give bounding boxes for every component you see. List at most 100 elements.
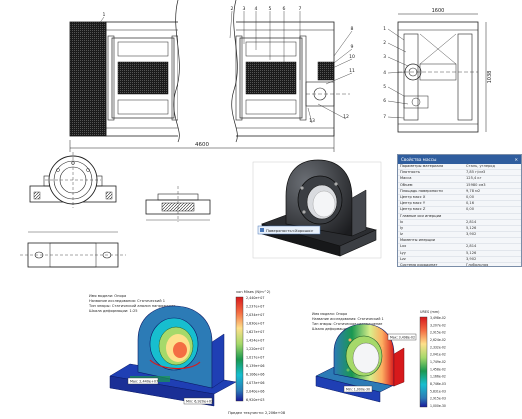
property-row: Масса 125,4 кг [398,176,521,183]
stress-callout-max: Мах: 2,440e+07 [130,380,158,384]
housing-front-view [29,152,117,208]
disp-color-scale [419,316,428,408]
properties-panel-title: Свойства массы [401,157,437,162]
disp-scale-label: 3,498e-02 [430,316,446,320]
fea-displacement-plot: Имя модели: Опора Название исследования:… [311,310,446,408]
stress-header-line-2: Название исследования: Статический 1 [89,299,165,303]
property-key: Lxx [400,244,407,249]
leader-line [229,10,233,39]
property-value: 2,814 [466,244,477,249]
side-callout-2: 2 [383,40,386,46]
stress-scale-label: 1,424e+07 [246,339,264,343]
callout-9: 9 [351,44,354,50]
disp-header-line-3: Тип эпюры: Статическое перемещение [311,322,382,326]
callout-6: 6 [283,6,286,12]
disp-callout-min: Min: 1,000e-30 [346,388,370,392]
property-value: 5,126 [466,225,477,230]
stress-header-line-3: Тип эпюры: Статический анализ напряжения [88,304,175,308]
property-key: Lyy [400,250,406,255]
leader-line [329,48,353,67]
side-callout-7: 7 [383,114,386,120]
stress-footer: Предел текучести: 2,206e+08 [228,411,286,415]
property-value: Сталь, углерод [466,164,495,168]
leader-line [95,16,105,29]
property-value: Глобальная [466,263,489,267]
leader-line [387,100,409,105]
stress-scale-label: 8,139e+06 [246,364,264,368]
leader-line [325,72,353,85]
leader-line [307,107,313,124]
disp-scale-label: 2,332e-02 [430,345,446,349]
disp-header-line-1: Имя модели: Опора [312,312,347,316]
property-key: Ix [400,219,404,224]
stress-header-line-4: Шкала деформации: 1:25 [89,309,138,313]
callout-13: 13 [309,118,315,124]
stress-color-scale [235,296,244,402]
stress-scale-label: 4,073e+06 [246,381,264,385]
housing-plan-view [20,231,126,268]
callout-1: 1 [103,12,106,18]
wall-section [69,21,107,137]
callout-3: 3 [243,6,246,12]
leader-line [387,116,405,119]
property-row: Ix 2,814 [398,220,521,226]
property-value: 125,4 кг [466,176,482,181]
property-key: Масса [400,176,412,181]
callout-5: 5 [269,6,272,12]
property-row: Iy 5,126 [398,225,521,233]
leader-line [387,71,406,74]
leader-line [333,30,353,57]
disp-scale-label: 3,207e-02 [430,323,446,327]
stress-header-line-1: Имя модели: Опора [89,294,126,298]
property-value [466,214,519,219]
property-value [466,238,519,243]
disp-callout-max: Мах: 3,498e-02 [390,336,415,340]
disp-scale-label: 8,746e-03 [430,382,446,386]
disp-scale-label: 2,915e-02 [430,331,446,335]
disp-scale-label: 2,041e-02 [430,353,446,357]
stress-scale-labels: 2,440e+072,237e+072,034e+071,830e+071,62… [246,296,264,402]
housing-side-view [145,186,211,222]
stress-scale-label: 1,830e+07 [246,322,264,326]
leader-line [387,86,405,97]
side-callout-4: 4 [383,70,386,76]
callout-2: 2 [231,6,234,12]
property-row: Lxx 2,814 [398,244,521,251]
property-row: Объем 15980 см3 [398,183,521,189]
property-value: 0,00 [466,207,475,212]
stress-callout-min: Min: 6,920e+03 [186,400,213,404]
stress-unit: von Mises (N/m^2) [236,290,271,294]
side-callout-5: 5 [383,84,386,90]
side-dimension-height: 1038 [487,71,493,84]
properties-panel-header: Свойства массы ✕ [398,155,521,164]
stress-scale-label: 2,034e+07 [246,313,264,317]
property-value: 2,814 [466,219,477,224]
disp-scale-label: 5,831e-03 [430,389,446,393]
close-icon[interactable]: ✕ [514,157,518,162]
property-key: Iy [400,225,404,230]
property-key: Iz [400,232,403,237]
property-key: Объем [400,182,413,187]
property-value: 3,902 [466,256,477,261]
property-key: Плотность [400,170,421,175]
property-value: 5,126 [466,250,477,255]
callout-11: 11 [349,68,355,74]
stress-scale-label: 2,237e+07 [246,305,264,309]
disp-scale-label: 1,166e-02 [430,375,446,379]
disp-header-line-4: Шкала деформации: 1:25 [312,327,358,331]
callout-8: 8 [351,26,354,32]
property-value: 15980 см3 [466,182,486,187]
side-dimension-width: 1600 [432,8,445,14]
property-key: Главные оси инерции [400,213,442,218]
disp-unit: URES (mm) [420,310,440,314]
